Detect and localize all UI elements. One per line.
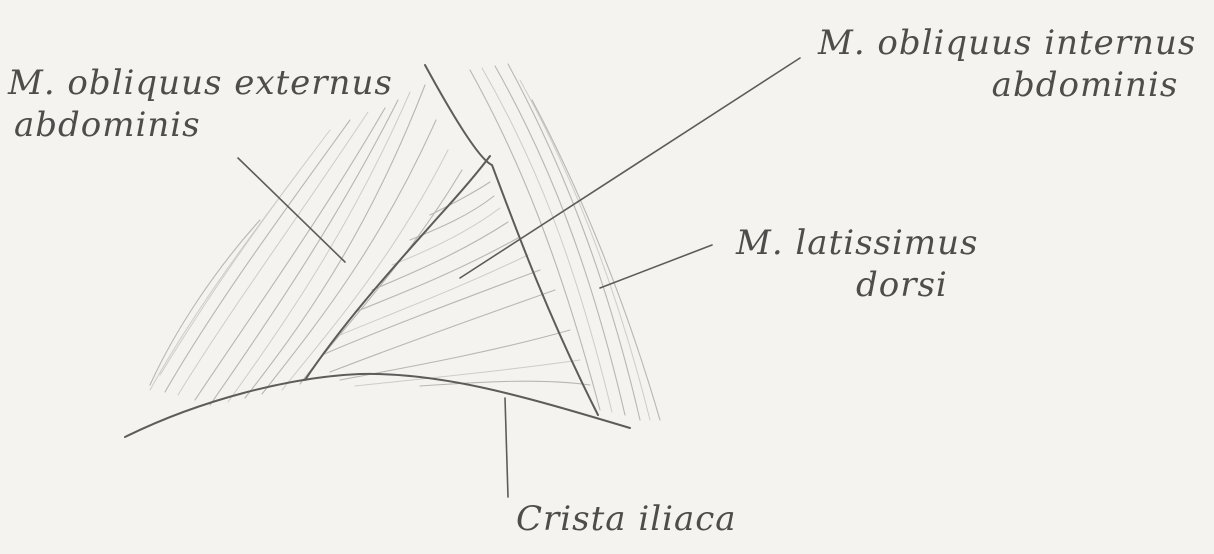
label-obliquus-externus-line1: M. obliquus externus [8,62,393,104]
leader-crista [505,398,508,497]
label-latissimus-dorsi-line1: M. latissimus [736,222,978,264]
leader-latissimus [600,245,712,288]
label-obliquus-internus-line2: abdominis [818,64,1196,106]
leader-external [238,158,345,262]
label-obliquus-externus: M. obliquus externus abdominis [8,62,393,146]
internal-oblique-hatching [322,182,590,386]
latissimus-hatching [470,64,660,420]
label-latissimus-dorsi: M. latissimus dorsi [736,222,978,306]
label-crista-iliaca: Crista iliaca [516,498,737,540]
label-latissimus-dorsi-line2: dorsi [736,264,978,306]
label-obliquus-internus-line1: M. obliquus internus [818,22,1196,64]
label-obliquus-externus-line2: abdominis [8,104,393,146]
label-crista-iliaca-line1: Crista iliaca [516,498,737,540]
label-obliquus-internus: M. obliquus internus abdominis [818,22,1196,106]
